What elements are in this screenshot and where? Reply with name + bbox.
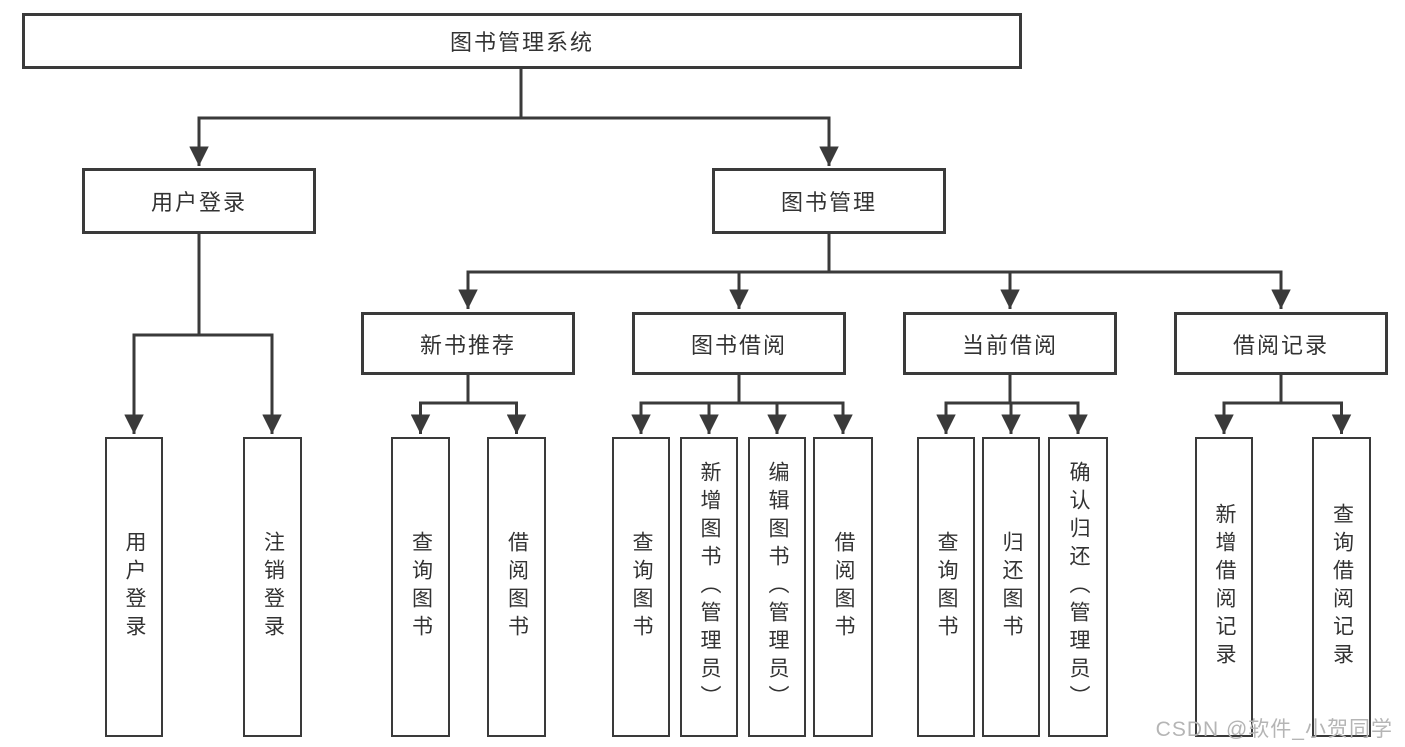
node-book-borrowing: 图书借阅 [632,312,846,375]
leaf-recommend-borrow-books: 借阅图书 [487,437,546,737]
leaf-borrowing-borrow-books: 借阅图书 [813,437,873,737]
csdn-watermark: CSDN @软件_小贺同学 [1155,718,1393,741]
leaf-edit-book-admin: 编辑图书（管理员） [748,437,806,737]
node-root: 图书管理系统 [22,13,1022,69]
leaf-add-book-admin: 新增图书（管理员） [680,437,738,737]
leaf-borrowing-query-books: 查询图书 [612,437,670,737]
leaf-user-login: 用户登录 [105,437,163,737]
node-current-borrowing: 当前借阅 [903,312,1117,375]
leaf-query-borrow-record: 查询借阅记录 [1312,437,1371,737]
node-user-login: 用户登录 [82,168,316,234]
node-book-management: 图书管理 [712,168,946,234]
node-borrowing-records: 借阅记录 [1174,312,1388,375]
leaf-return-books: 归还图书 [982,437,1040,737]
leaf-add-borrow-record: 新增借阅记录 [1195,437,1253,737]
leaf-recommend-query-books: 查询图书 [391,437,450,737]
node-new-book-recommend: 新书推荐 [361,312,575,375]
leaf-confirm-return-admin: 确认归还（管理员） [1048,437,1108,737]
leaf-logout: 注销登录 [243,437,302,737]
leaf-current-query-books: 查询图书 [917,437,975,737]
